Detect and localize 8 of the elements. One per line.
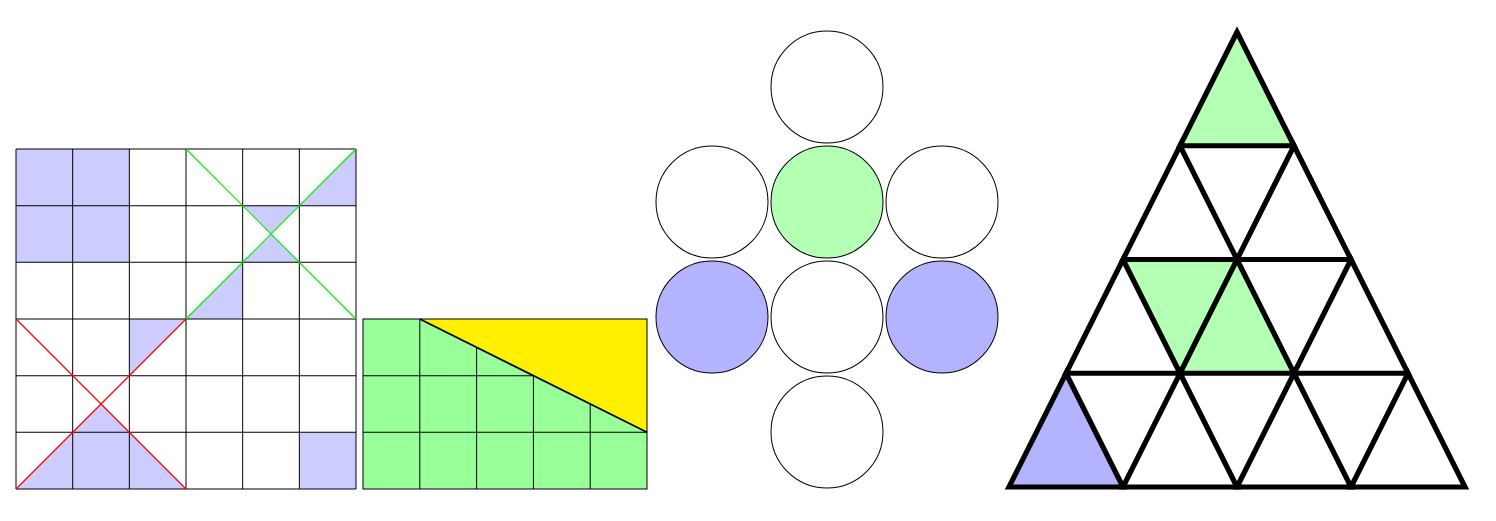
circle — [885, 145, 999, 259]
circle — [655, 145, 769, 259]
circle — [770, 260, 884, 374]
circle — [770, 30, 884, 144]
circle — [770, 375, 884, 489]
circle — [885, 260, 999, 374]
circle — [770, 145, 884, 259]
circle — [655, 260, 769, 374]
